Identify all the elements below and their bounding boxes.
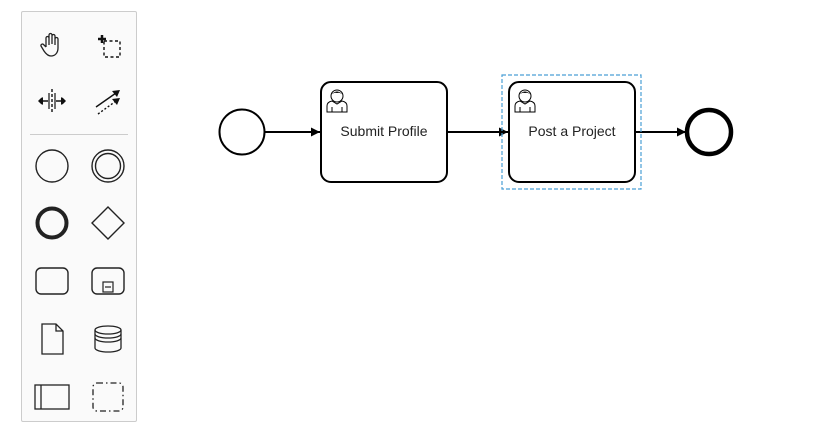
global-connect-tool-button[interactable] [88, 81, 128, 121]
data-object-icon [41, 323, 64, 355]
selection-outline [501, 74, 642, 190]
create-intermediate-event-button[interactable] [88, 146, 128, 186]
task-icon [35, 267, 69, 295]
create-task-button[interactable] [32, 261, 72, 301]
user-icon [514, 89, 536, 113]
hand-tool-button[interactable] [32, 25, 72, 65]
space-icon [38, 89, 66, 113]
lasso-tool-button[interactable] [88, 25, 128, 65]
tool-palette [21, 11, 137, 422]
create-subprocess-button[interactable] [88, 261, 128, 301]
lasso-icon [98, 35, 121, 58]
hand-icon [40, 32, 59, 57]
task-label-submit-profile: Submit Profile [340, 123, 428, 139]
connect-icon [95, 90, 120, 115]
user-icon [326, 89, 348, 113]
space-tool-button[interactable] [32, 81, 72, 121]
data-store-icon [94, 325, 122, 353]
create-participant-button[interactable] [32, 377, 72, 417]
end-event[interactable] [684, 107, 734, 157]
subprocess-icon [91, 267, 125, 295]
start-event[interactable] [218, 108, 266, 156]
task-submit-profile[interactable] [320, 81, 448, 183]
create-start-event-button[interactable] [32, 146, 72, 186]
palette-separator [30, 134, 128, 135]
intermediate-event-icon [91, 149, 125, 183]
gateway-icon [91, 206, 125, 240]
create-gateway-button[interactable] [88, 203, 128, 243]
end-event-icon [35, 206, 69, 240]
participant-icon [34, 384, 70, 410]
create-data-store-button[interactable] [88, 319, 128, 359]
create-data-object-button[interactable] [32, 319, 72, 359]
task-post-a-project[interactable] [508, 81, 636, 183]
start-event-icon [35, 149, 69, 183]
create-end-event-button[interactable] [32, 203, 72, 243]
task-label-post-a-project: Post a Project [528, 123, 616, 139]
